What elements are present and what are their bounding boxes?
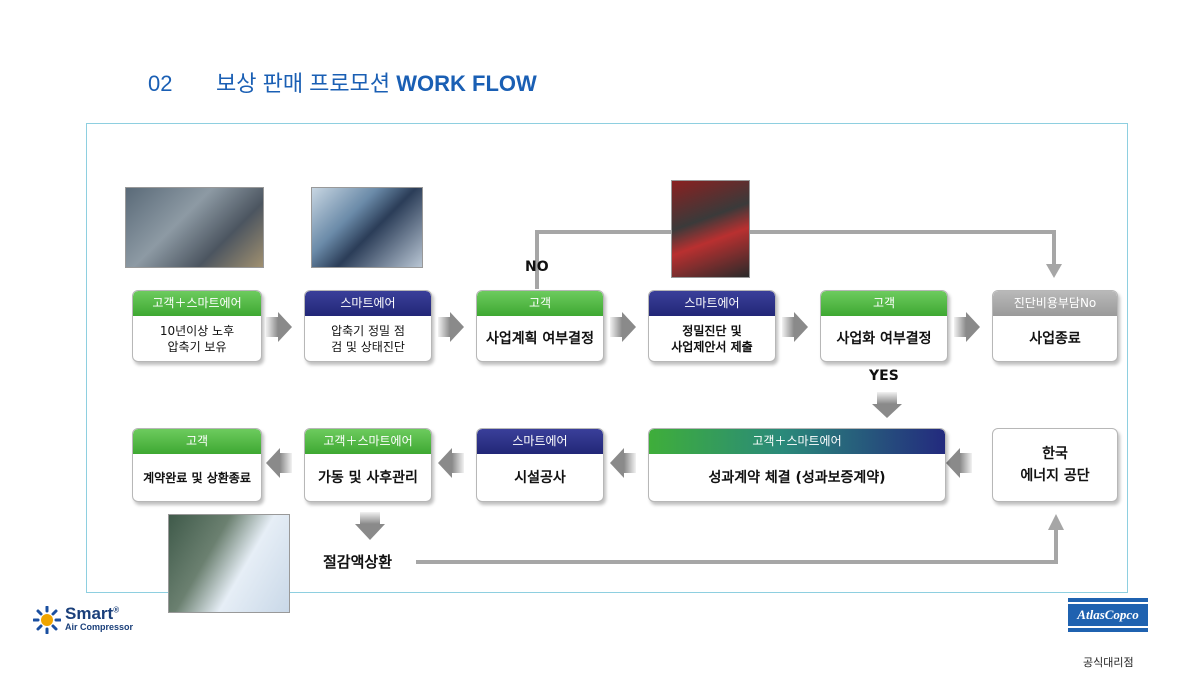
arrow-right-1 <box>266 312 292 342</box>
step-body: 10년이상 노후 압축기 보유 <box>159 323 235 354</box>
smart-logo-reg: ® <box>113 605 120 615</box>
no-loop-arrowhead <box>1046 264 1062 278</box>
step-header: 스마트에어 <box>477 429 603 454</box>
inspection-photo <box>311 187 423 268</box>
step-header: 고객＋스마트에어 <box>305 429 431 454</box>
step-customer-owns-old-compressor: 고객＋스마트에어 10년이상 노후 압축기 보유 <box>132 290 262 362</box>
step-contract-complete: 고객 계약완료 및 상환종료 <box>132 428 262 502</box>
title-english: WORK FLOW <box>396 71 537 96</box>
step-header: 고객 <box>133 429 261 454</box>
smart-logo-text: Smart <box>65 604 114 623</box>
step-body: 시설공사 <box>514 469 566 486</box>
step-body: 사업화 여부결정 <box>836 330 932 347</box>
step-body: 사업계획 여부결정 <box>486 330 594 347</box>
step-body: 성과계약 체결 (성과보증계약) <box>708 469 886 486</box>
arrow-left-2 <box>610 448 636 478</box>
official-dealer-label: 공식대리점 <box>1083 656 1134 669</box>
title-korean: 보상 판매 프로모션 <box>216 71 391 96</box>
section-number: 02 <box>148 71 173 96</box>
step-header: 스마트에어 <box>649 291 775 316</box>
atlas-copco-text: AtlasCopco <box>1068 604 1148 626</box>
step-body: 압축기 정밀 점 검 및 상태진단 <box>331 323 405 354</box>
atlas-copco-logo: AtlasCopco <box>1068 598 1148 632</box>
step-body: 계약완료 및 상환종료 <box>143 470 251 485</box>
step-header: 진단비용부담No <box>993 291 1117 316</box>
step-operation-maintenance: 고객＋스마트에어 가동 및 사후관리 <box>304 428 432 502</box>
arrow-right-4 <box>782 312 808 342</box>
diagnosis-equipment-photo <box>671 180 750 278</box>
arrow-right-5 <box>954 312 980 342</box>
step-body: 정밀진단 및 사업제안서 제출 <box>671 323 753 354</box>
step-commercialization-decision: 고객 사업화 여부결정 <box>820 290 948 362</box>
step-header: 고객＋스마트에어 <box>133 291 261 316</box>
step-project-end: 진단비용부담No 사업종료 <box>992 290 1118 362</box>
step-business-plan-decision: 고객 사업계획 여부결정 <box>476 290 604 362</box>
smart-logo-sub: Air Compressor <box>65 622 134 632</box>
workflow-frame <box>86 123 1128 593</box>
no-loop-line <box>535 230 1056 289</box>
no-label: NO <box>525 259 549 275</box>
report-review-photo <box>168 514 290 613</box>
korea-energy-agency-box: 한국 에너지 공단 <box>992 428 1118 502</box>
step-header: 고객 <box>477 291 603 316</box>
step-header: 고객 <box>821 291 947 316</box>
arrow-down-savings <box>355 512 385 540</box>
arrow-down-yes <box>872 392 902 418</box>
arrow-left-4 <box>266 448 292 478</box>
step-diagnosis-proposal: 스마트에어 정밀진단 및 사업제안서 제출 <box>648 290 776 362</box>
arrow-right-3 <box>610 312 636 342</box>
arrow-left-1 <box>946 448 972 478</box>
step-body: 가동 및 사후관리 <box>318 469 418 486</box>
step-header: 고객＋스마트에어 <box>649 429 945 454</box>
savings-return-line <box>416 528 1058 564</box>
arrow-right-2 <box>438 312 464 342</box>
smart-sun-icon <box>33 606 61 634</box>
savings-return-arrowhead <box>1048 514 1064 530</box>
step-body: 사업종료 <box>1029 330 1081 347</box>
savings-repayment-label: 절감액상환 <box>323 553 393 571</box>
step-header: 스마트에어 <box>305 291 431 316</box>
page-title: 02 보상 판매 프로모션 WORK FLOW <box>148 66 537 98</box>
step-precision-inspection: 스마트에어 압축기 정밀 점 검 및 상태진단 <box>304 290 432 362</box>
kea-label: 한국 에너지 공단 <box>1020 446 1090 484</box>
step-construction: 스마트에어 시설공사 <box>476 428 604 502</box>
step-performance-contract: 고객＋스마트에어 성과계약 체결 (성과보증계약) <box>648 428 946 502</box>
yes-label: YES <box>869 368 899 384</box>
old-compressor-photo <box>125 187 264 268</box>
arrow-left-3 <box>438 448 464 478</box>
